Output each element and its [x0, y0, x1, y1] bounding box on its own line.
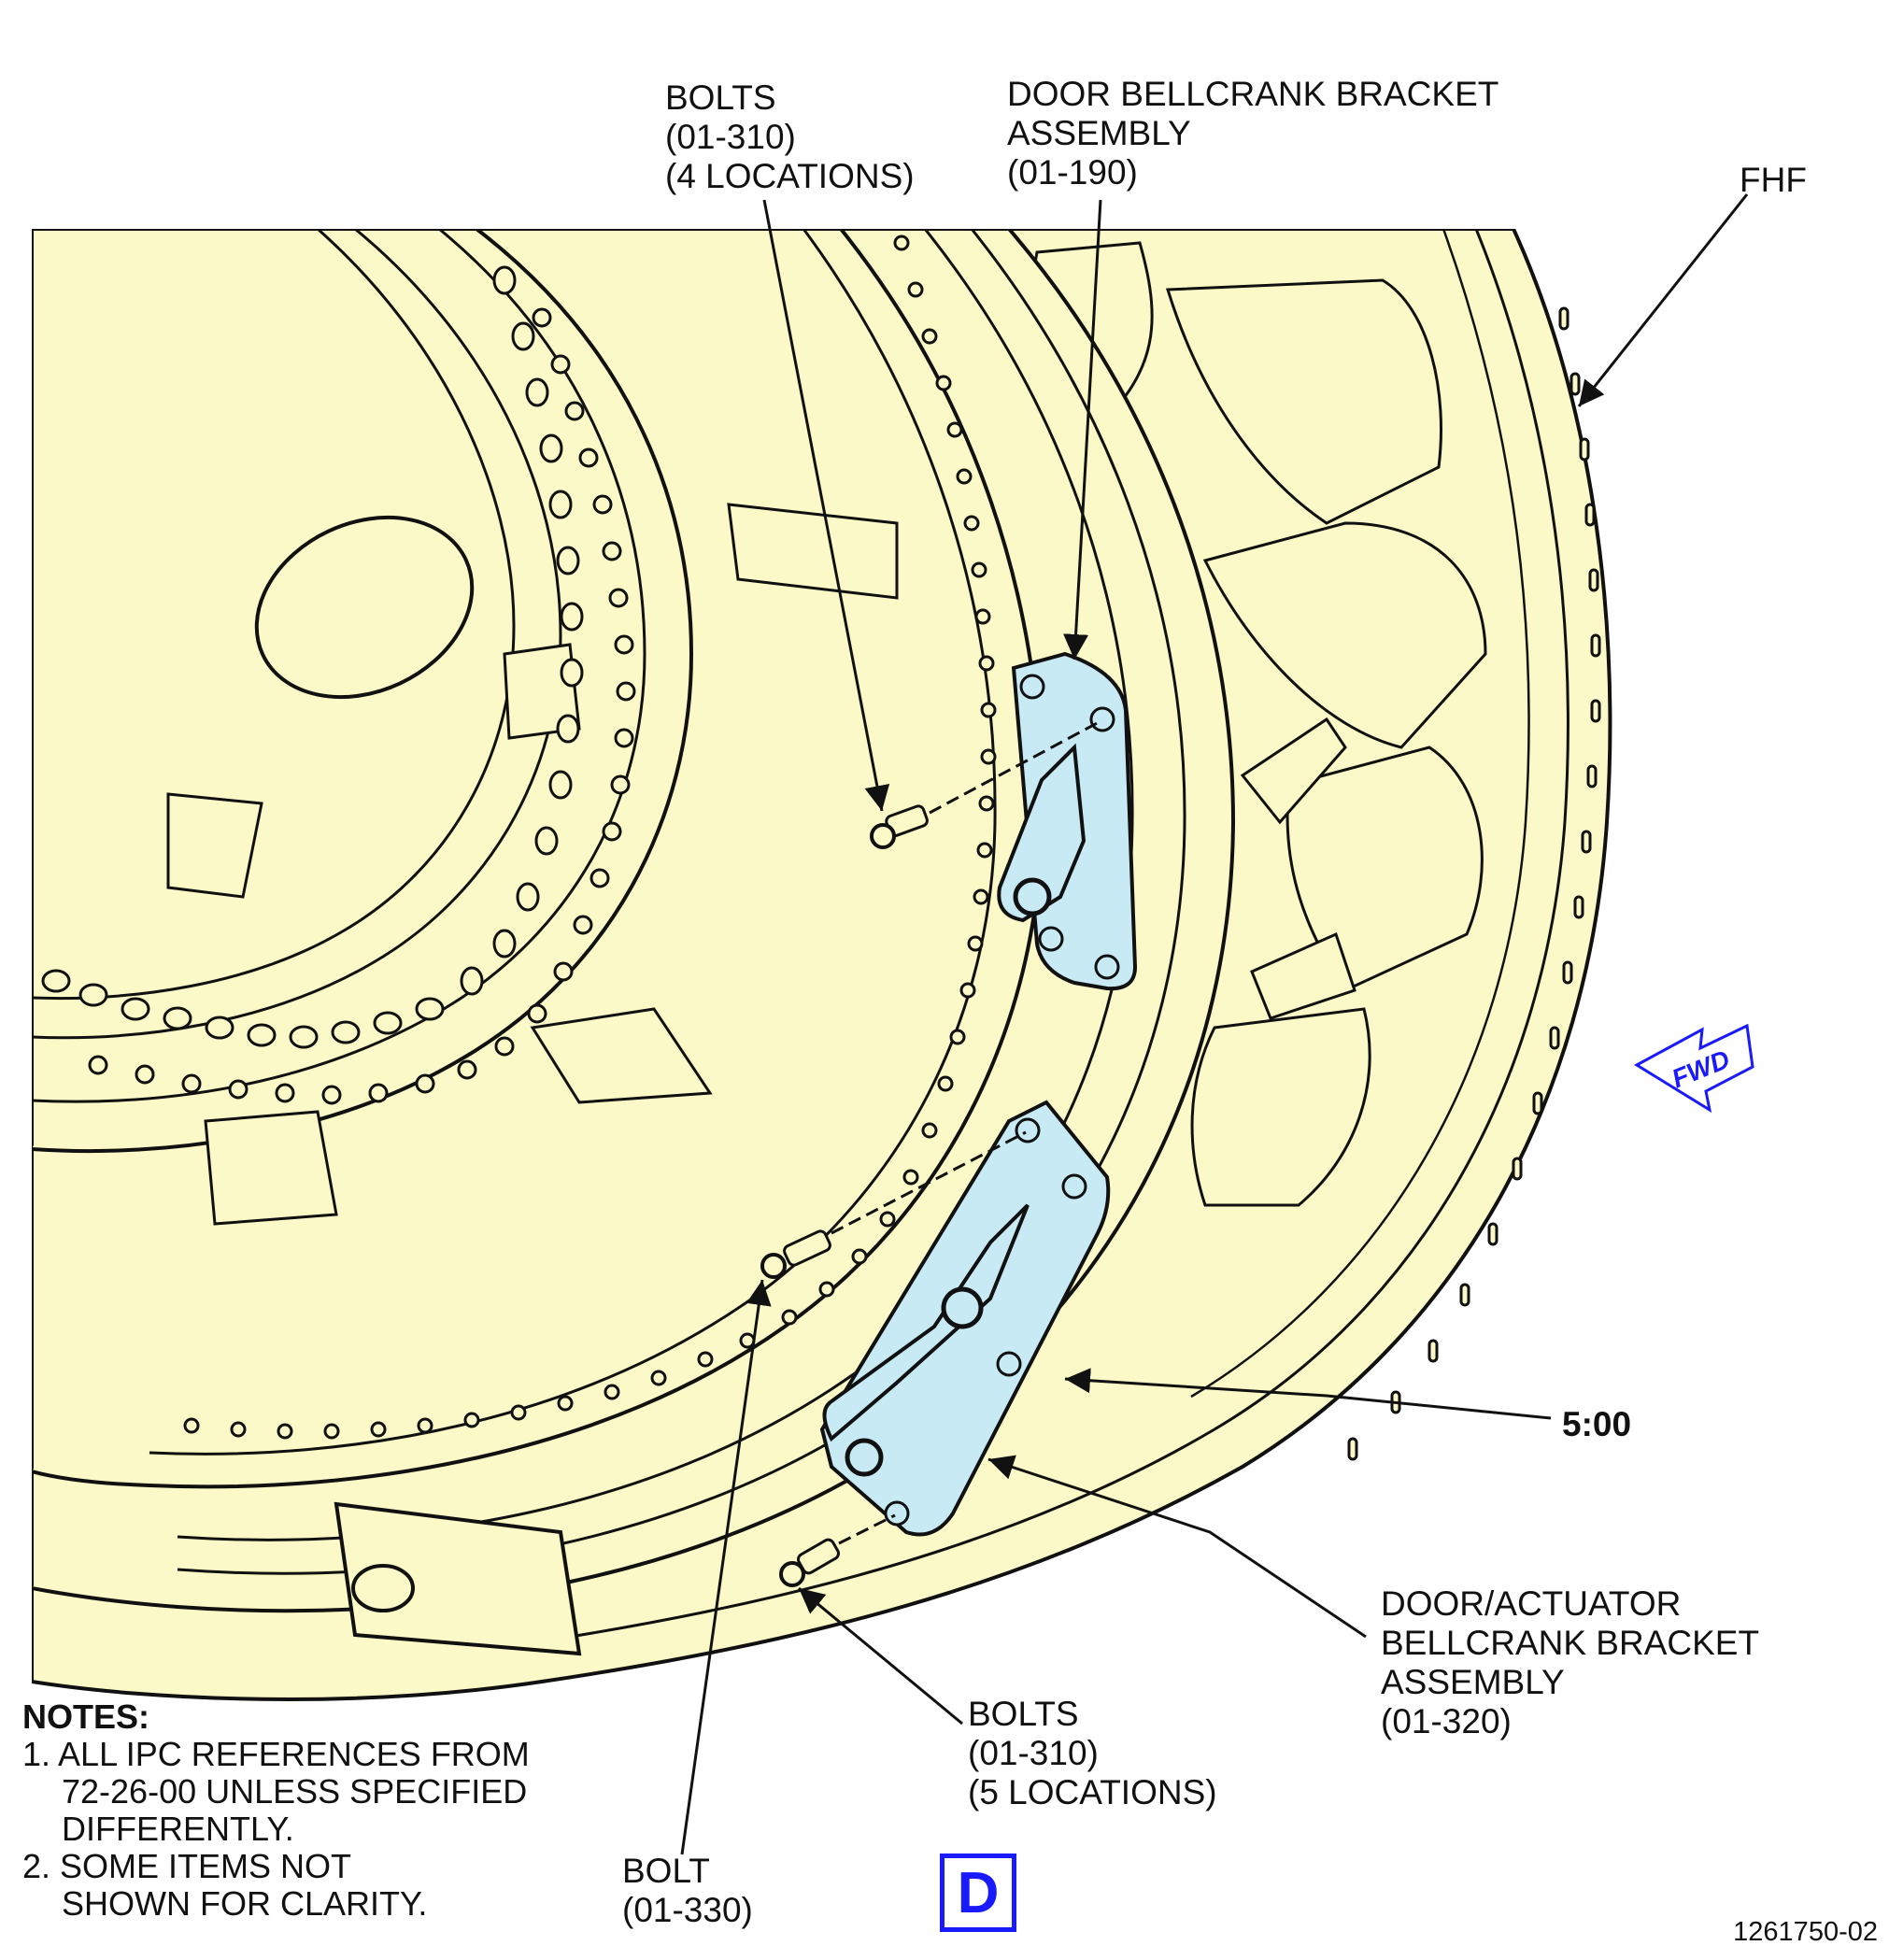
callout-line: ASSEMBLY: [1381, 1663, 1565, 1701]
inner-spoke: [166, 792, 263, 899]
callout-line: (01-330): [622, 1891, 753, 1929]
note-1-line: 1. ALL IPC REFERENCES FROM: [22, 1735, 530, 1773]
web-opening: [1190, 1007, 1371, 1207]
door-bellcrank-bracket-01-190: [997, 651, 1138, 991]
bolt-ring-line: [149, 229, 997, 1456]
notes-title: NOTES:: [22, 1697, 150, 1736]
inner-hub-ring: [32, 229, 646, 1103]
callout-line: (5 LOCATIONS): [968, 1773, 1217, 1811]
door-actuator-bellcrank-bracket-01-320: [819, 1100, 1111, 1537]
note-2-line: 2. SOME ITEMS NOT: [22, 1847, 352, 1885]
note-2-line: SHOWN FOR CLARITY.: [62, 1884, 428, 1923]
leader-lines: [680, 193, 1749, 1855]
web-opening: [1165, 278, 1442, 525]
leader-fhf: [1577, 193, 1749, 407]
callout-line: FHF: [1740, 161, 1807, 199]
inner-hub-ring: [32, 229, 516, 1001]
inner-spoke: [727, 503, 899, 600]
bolt-hole-pattern: [41, 265, 636, 1105]
callout-clock-position: 5:00: [1562, 1405, 1631, 1444]
callout-fhf: FHF: [1740, 161, 1807, 200]
fwd-direction-arrow: FWD: [1634, 1023, 1754, 1114]
bolt-icon: [870, 804, 929, 849]
leader-door-actuator: [987, 1455, 1367, 1639]
notes-block: NOTES: 1. ALL IPC REFERENCES FROM 72-26-…: [22, 1698, 530, 1923]
callout-line: (01-320): [1381, 1702, 1512, 1740]
callout-line: ASSEMBLY: [1007, 114, 1191, 152]
leader-bolt-single: [680, 1279, 772, 1855]
actuator-fitting: [1240, 717, 1347, 825]
fhf-rim-2: [1190, 229, 1530, 1399]
outer-bolt-hole-pattern: [183, 234, 997, 1440]
inner-spoke: [204, 1110, 338, 1226]
callout-line: (01-190): [1007, 153, 1138, 192]
view-label-badge: D: [940, 1853, 1016, 1932]
callout-bolts-lower: BOLTS (01-310) (5 LOCATIONS): [968, 1695, 1217, 1812]
note-1-line: DIFFERENTLY.: [62, 1810, 294, 1848]
callout-line: (4 LOCATIONS): [665, 157, 915, 195]
fan-hub-frame-illustration: [32, 229, 1612, 1701]
callout-line: 5:00: [1562, 1405, 1632, 1443]
callout-bolts-upper: BOLTS (01-310) (4 LOCATIONS): [665, 78, 915, 196]
callout-line: (01-310): [968, 1734, 1099, 1772]
web-opening: [1202, 521, 1487, 749]
callout-line: DOOR BELLCRANK BRACKET: [1007, 75, 1499, 113]
callout-line: BOLT: [622, 1852, 710, 1890]
drawing-number: 1261750-02: [1733, 1917, 1878, 1947]
bolt-hardware: [760, 719, 1101, 1587]
callout-line: BOLTS: [968, 1695, 1079, 1733]
leader-5-00: [1064, 1368, 1552, 1420]
leader-bolts-upper: [762, 199, 890, 812]
leader-door-bellcrank: [1063, 199, 1102, 660]
web-opening: [1285, 746, 1484, 992]
callout-door-bellcrank: DOOR BELLCRANK BRACKET ASSEMBLY (01-190): [1007, 75, 1498, 192]
note-1-line: 72-26-00 UNLESS SPECIFIED: [62, 1772, 528, 1811]
lower-bracket-bearing: [351, 1564, 415, 1612]
rim-slot-pattern: [1347, 306, 1601, 1461]
fhf-inner-rim: [522, 229, 1569, 1646]
callout-line: BOLTS: [665, 78, 776, 117]
callout-line: DOOR/ACTUATOR: [1381, 1584, 1682, 1623]
bolt-icon: [779, 1538, 840, 1587]
actuator-fitting: [1250, 931, 1356, 1020]
callout-line: (01-310): [665, 118, 796, 156]
callout-door-actuator: DOOR/ACTUATOR BELLCRANK BRACKET ASSEMBLY…: [1381, 1584, 1759, 1741]
callout-line: BELLCRANK BRACKET: [1381, 1624, 1760, 1662]
hub-opening: [254, 515, 475, 700]
inner-spoke: [530, 1007, 713, 1104]
bolt-icon: [760, 1229, 831, 1279]
callout-bolt-single: BOLT (01-330): [622, 1852, 753, 1930]
lower-bracket: [334, 1501, 582, 1656]
leader-bolts-lower: [798, 1586, 963, 1726]
